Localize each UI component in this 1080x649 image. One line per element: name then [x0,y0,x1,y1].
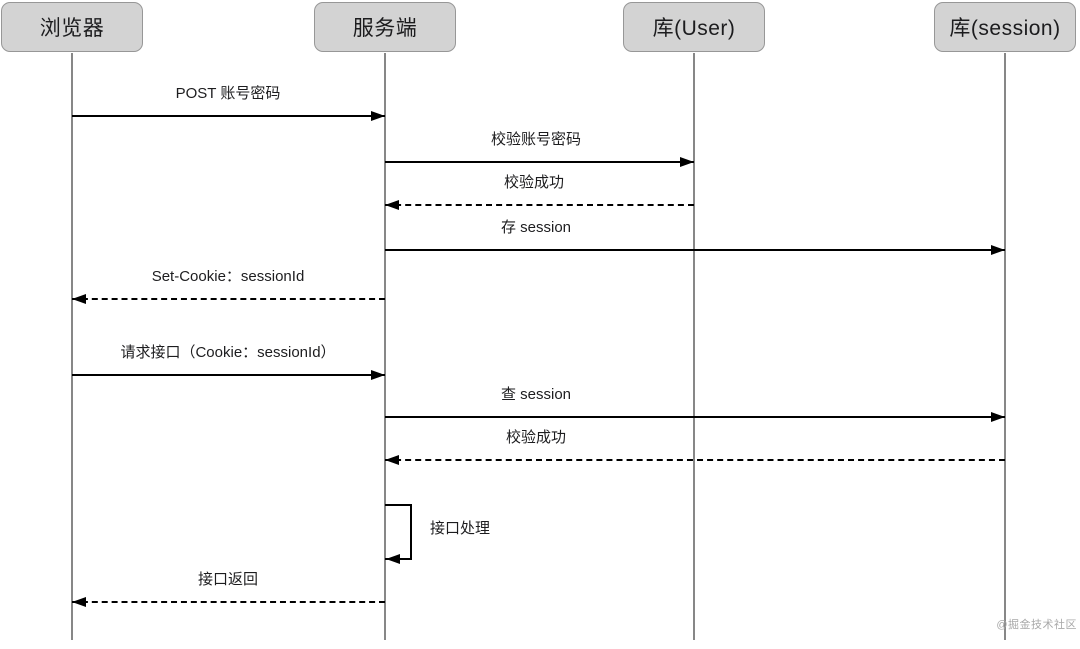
message-label: 存 session [500,219,572,236]
message-line [385,204,694,206]
lifeline-browser [71,53,73,640]
message-arrowhead [680,156,694,167]
message-arrowhead [385,454,399,465]
message-line [385,161,694,163]
message-arrowhead [371,110,385,121]
actor-label-db_session: 库(session) [949,17,1061,40]
lifeline-db_session [1004,53,1006,640]
message-label: Set-Cookie：sessionId [151,268,305,285]
actor-label-server: 服务端 [352,17,418,40]
message-arrowhead [991,244,1005,255]
message-label: 接口处理 [430,520,491,537]
message-label: 查 session [500,386,572,403]
message-line [72,374,385,376]
message-line [72,115,385,117]
watermark: @掘金技术社区 [996,619,1077,631]
actor-label-browser: 浏览器 [39,17,105,40]
message-line [72,298,385,300]
actor-server: 服务端 [314,2,456,52]
lifeline-db_user [693,53,695,640]
message-arrowhead [72,596,86,607]
message-line [385,249,1005,251]
message-label: 校验成功 [505,429,567,446]
actor-browser: 浏览器 [1,2,143,52]
message-label: 校验成功 [503,174,565,191]
message-label: POST 账号密码 [175,85,281,102]
message-arrowhead [991,411,1005,422]
message-line [385,416,1005,418]
message-arrowhead [72,293,86,304]
lifeline-server [384,53,386,640]
message-line [385,459,1005,461]
message-arrowhead [371,369,385,380]
message-label: 校验账号密码 [490,131,582,148]
message-label: 请求接口（Cookie：sessionId） [120,344,336,361]
self-message-arrowhead [386,553,400,564]
actor-label-db_user: 库(User) [652,17,736,40]
actor-db_user: 库(User) [623,2,765,52]
message-label: 接口返回 [197,571,259,588]
self-message-loop [385,504,412,560]
actor-db_session: 库(session) [934,2,1076,52]
message-line [72,601,385,603]
message-arrowhead [385,199,399,210]
